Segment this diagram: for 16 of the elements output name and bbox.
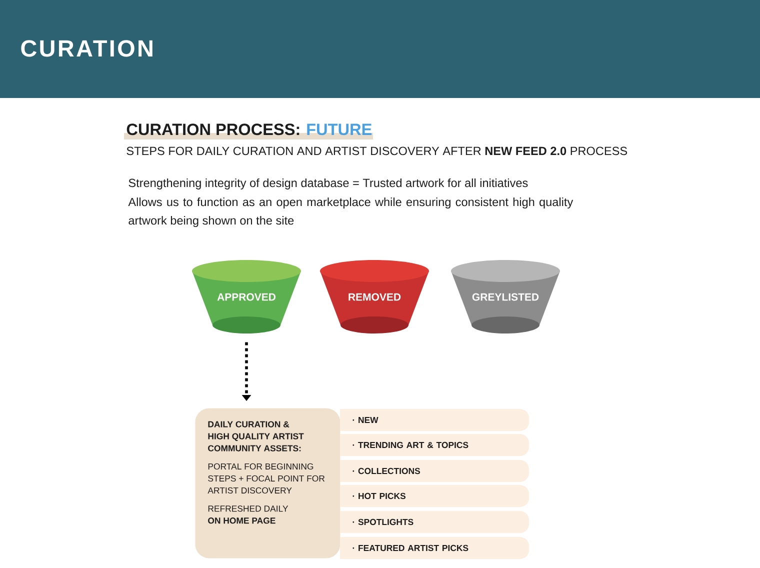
bucket: REMOVED — [320, 260, 429, 334]
body-text: Strengthening integrity of design database = Trusted artwork for all initiatives — [128, 178, 528, 190]
info-card: DAILY CURATION & HIGH QUALITY ARTIST COMMUNITY ASSETS: PORTAL FOR BEGINNING STEPS + FOCAL POINT FOR ARTIST DISCOVERY REFRESHED DAILY ON HOME PAGE — [195, 408, 340, 558]
bucket: GREYLISTED — [451, 260, 560, 334]
list-row: · COLLECTIONS — [340, 460, 529, 482]
list-row: · HOT PICKS — [340, 485, 529, 507]
heading-keyword: FUTURE — [307, 124, 372, 136]
bucket: APPROVED — [192, 260, 301, 334]
list-row: · TRENDING ART & TOPICS — [340, 434, 529, 456]
list-row: · SPOTLIGHTS — [340, 511, 529, 533]
subtitle: STEPS FOR DAILY CURATION AND ARTIST DISCOVERY AFTER NEW FEED 2.0 PROCESS — [126, 146, 628, 156]
body-text: Allows us to function as an open marketplace while ensuring consistent high quality artwork being shown on the site — [128, 198, 574, 227]
heading: CURATION PROCESS: — [126, 124, 300, 136]
list-row: · NEW — [340, 409, 529, 431]
page-title: CURATION — [21, 40, 152, 57]
list-row: · FEATURED ARTIST PICKS — [340, 537, 529, 559]
